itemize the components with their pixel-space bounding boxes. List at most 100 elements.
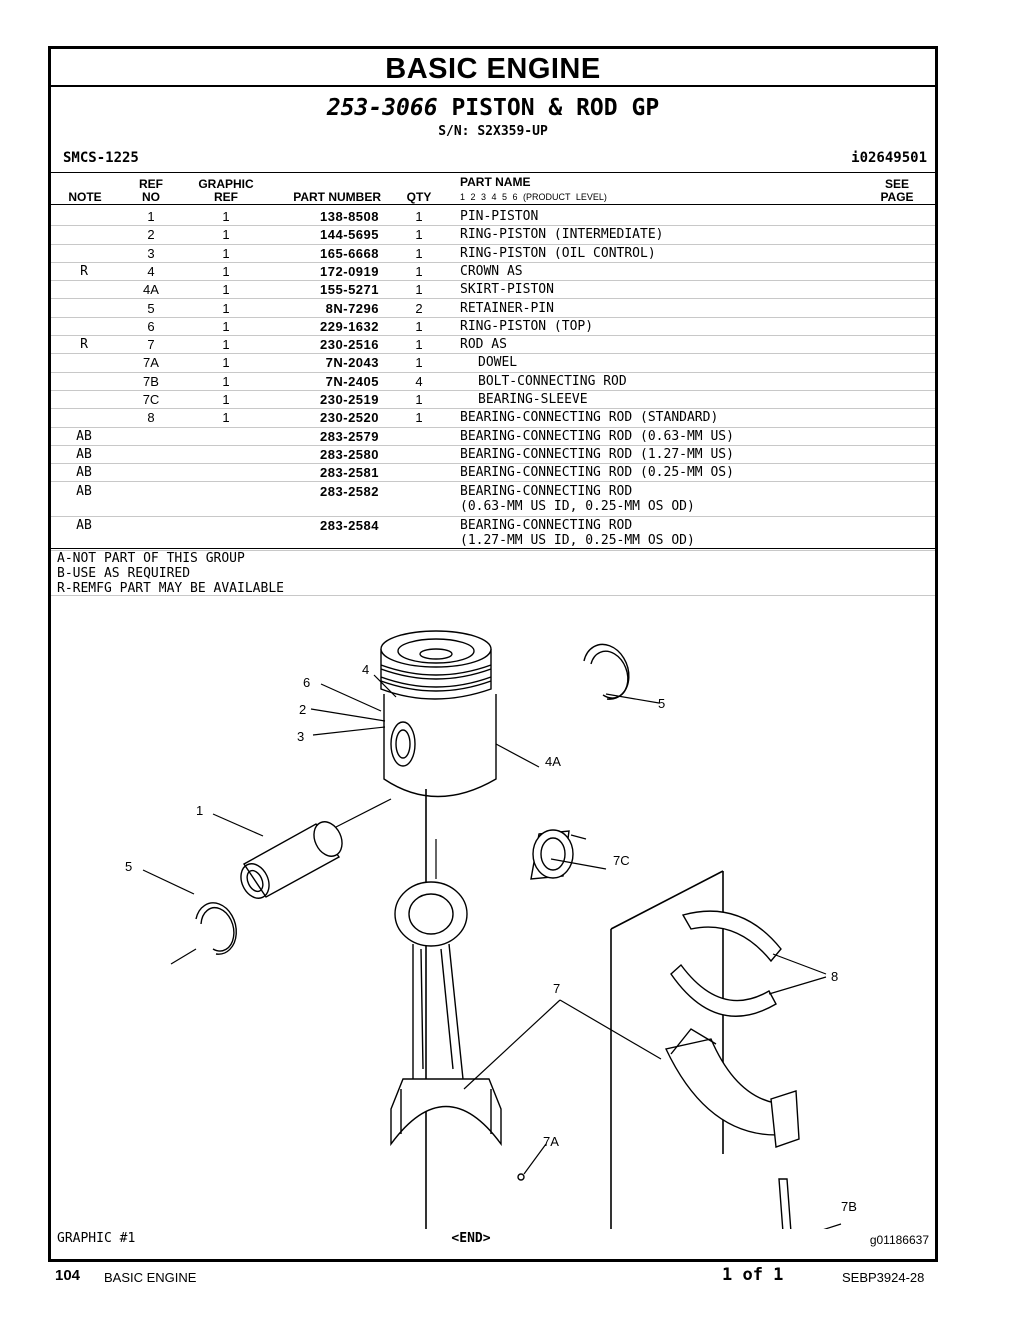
notes-rule-bottom xyxy=(51,595,935,596)
part-number: 7N-2043 xyxy=(325,355,379,371)
header-graphic-ref: GRAPHIC REF xyxy=(198,177,254,204)
header-qty: QTY xyxy=(406,190,432,204)
part-graphic-ref: 1 xyxy=(222,318,230,334)
group-number: 253-3066 xyxy=(326,95,438,121)
section-title: BASIC ENGINE xyxy=(51,49,935,87)
part-number: 144-5695 xyxy=(320,227,379,243)
part-number: 165-6668 xyxy=(320,245,379,261)
callout-labels: 6 4 2 3 5 4A 1 5 7C 8 7 7A 7B xyxy=(125,662,857,1214)
part-ref-no: 4 xyxy=(147,263,155,279)
part-ref-no: 2 xyxy=(147,227,155,243)
part-number: 8N-7296 xyxy=(325,300,379,316)
part-name: RETAINER-PIN xyxy=(460,300,554,316)
part-number: 230-2516 xyxy=(320,337,379,353)
table-row: 8 1 230-2520 1 BEARING-CONNECTING ROD (STAND… xyxy=(51,408,935,428)
footer-page-number: 104 xyxy=(55,1267,81,1284)
dowel xyxy=(517,1173,525,1181)
part-qty: 1 xyxy=(415,337,423,353)
part-graphic-ref: 1 xyxy=(222,392,230,407)
part-name: RING-PISTON (OIL CONTROL) xyxy=(460,245,656,261)
bearing-sleeve xyxy=(530,829,574,880)
part-number: 230-2519 xyxy=(320,392,379,407)
part-qty: 1 xyxy=(415,245,423,261)
part-name: RING-PISTON (INTERMEDIATE) xyxy=(460,227,664,243)
part-number: 155-5271 xyxy=(320,282,379,298)
group-title: 253-3066 PISTON & ROD GP xyxy=(51,95,935,121)
header-product-levels: 1 2 3 4 5 6 (PRODUCT LEVEL) xyxy=(460,192,607,202)
rod-cap xyxy=(664,1028,800,1148)
part-graphic-ref: 1 xyxy=(222,410,230,426)
note-r: R-REMFG PART MAY BE AVAILABLE xyxy=(57,581,284,596)
part-ref-no: 8 xyxy=(147,410,155,426)
footer-page-of: 1 of 1 xyxy=(722,1265,784,1285)
callout-4a: 4A xyxy=(545,754,561,769)
part-number: 283-2581 xyxy=(320,465,379,481)
footer-section: BASIC ENGINE xyxy=(104,1270,197,1285)
part-number: 172-0919 xyxy=(320,263,379,279)
graphic-label: GRAPHIC #1 xyxy=(57,1231,136,1246)
part-qty: 1 xyxy=(415,355,423,371)
part-ref-no: 5 xyxy=(147,300,155,316)
part-qty: 1 xyxy=(415,282,423,298)
part-name: PIN-PISTON xyxy=(460,209,539,224)
connecting-rod-bolt xyxy=(778,1178,792,1229)
callout-3: 3 xyxy=(297,729,304,744)
callout-1: 1 xyxy=(196,803,203,818)
connecting-rod-bearing xyxy=(670,910,782,1017)
footer-doc-id: SEBP3924-28 xyxy=(842,1270,925,1285)
part-name: BEARING-CONNECTING ROD (1.27-MM US) xyxy=(460,446,734,462)
part-ref-no: 7C xyxy=(142,392,160,407)
part-note: AB xyxy=(76,483,92,499)
part-qty: 2 xyxy=(415,300,423,316)
notes-rule xyxy=(51,548,935,549)
piston-assembly xyxy=(380,630,497,798)
part-name: BEARING-CONNECTING ROD (STANDARD) xyxy=(460,410,719,426)
part-note: R xyxy=(80,263,88,279)
part-ref-no: 7 xyxy=(147,337,155,353)
part-name: BOLT-CONNECTING ROD xyxy=(478,373,627,389)
part-ref-no: 7A xyxy=(143,355,159,371)
page-frame: BASIC ENGINE 253-3066 PISTON & ROD GP S/… xyxy=(48,46,938,1262)
part-ref-no: 7B xyxy=(143,373,159,389)
leader-lines xyxy=(142,674,842,1229)
part-number: 138-8508 xyxy=(320,209,379,224)
part-qty: 1 xyxy=(415,392,423,407)
part-number: 229-1632 xyxy=(320,318,379,334)
part-name: BEARING-CONNECTING ROD (0.25-MM OS) xyxy=(460,465,734,481)
part-qty: 1 xyxy=(415,410,423,426)
header-part-number: PART NUMBER xyxy=(293,190,381,204)
part-qty: 1 xyxy=(415,227,423,243)
callout-8: 8 xyxy=(831,969,838,984)
note-a: A-NOT PART OF THIS GROUP xyxy=(57,551,245,566)
part-graphic-ref: 1 xyxy=(222,227,230,243)
part-ref-no: 1 xyxy=(147,209,155,224)
connecting-rod xyxy=(390,881,502,1147)
part-graphic-ref: 1 xyxy=(222,373,230,389)
part-name: SKIRT-PISTON xyxy=(460,282,554,298)
part-number: 230-2520 xyxy=(320,410,379,426)
header-rule-top xyxy=(51,172,935,173)
part-number: 283-2582 xyxy=(320,483,379,499)
callout-2: 2 xyxy=(299,702,306,717)
part-note: AB xyxy=(76,517,92,533)
info-id: i02649501 xyxy=(851,150,927,166)
retainer-pin-rings xyxy=(195,643,630,955)
part-graphic-ref: 1 xyxy=(222,337,230,353)
graphic-id: g01186637 xyxy=(869,1233,929,1247)
part-note: R xyxy=(80,337,88,353)
part-graphic-ref: 1 xyxy=(222,263,230,279)
header-ref-no: REF NO xyxy=(139,177,163,204)
header-part-name: PART NAME xyxy=(460,175,531,189)
part-graphic-ref: 1 xyxy=(222,282,230,298)
part-graphic-ref: 1 xyxy=(222,300,230,316)
callout-7a: 7A xyxy=(543,1134,559,1149)
piston-pin xyxy=(240,821,343,899)
header-rule-bottom xyxy=(51,204,935,205)
